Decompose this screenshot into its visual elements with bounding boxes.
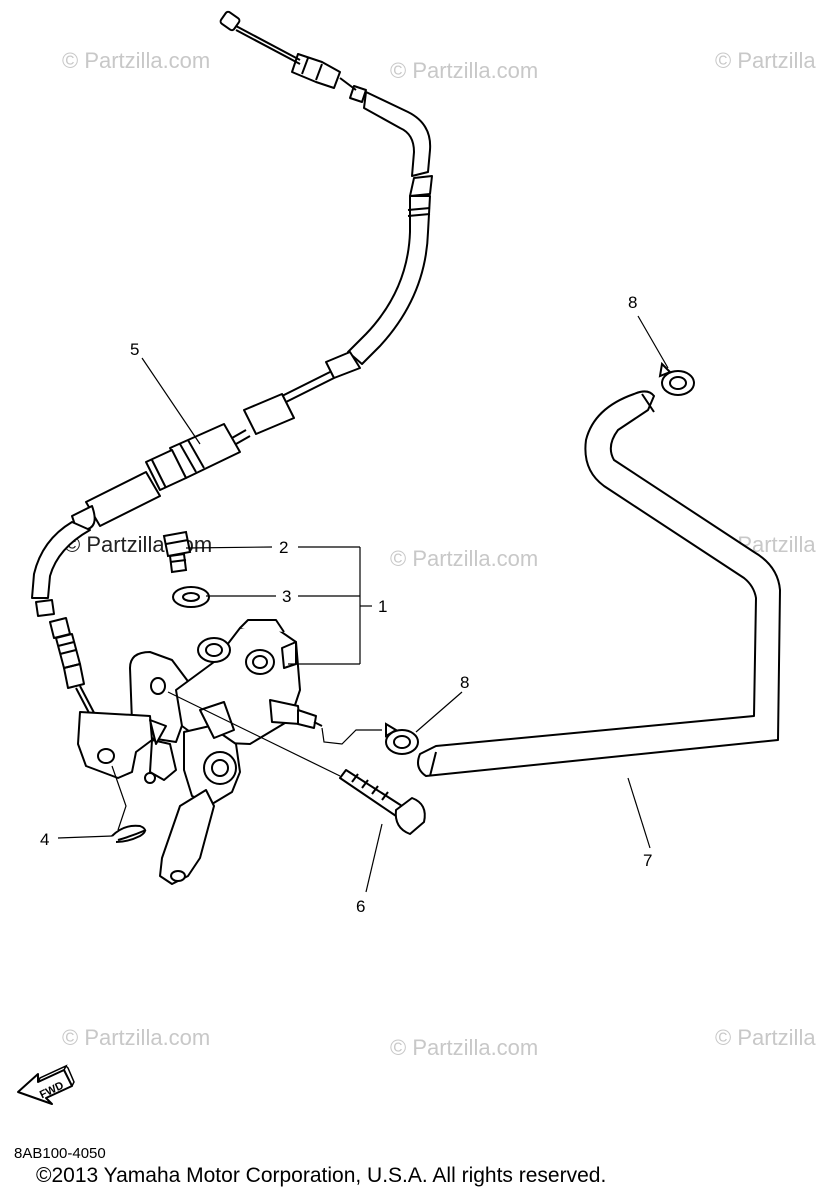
watermark: © Partzilla.com xyxy=(390,58,538,83)
watermark: © Partzilla xyxy=(715,48,816,73)
leader-6 xyxy=(365,823,383,893)
watermark: © Partzilla.com xyxy=(390,1035,538,1060)
callout-4: 4 xyxy=(40,830,49,849)
pump-bracket xyxy=(77,711,153,779)
hose-clip-part-8-top xyxy=(658,361,695,396)
callout-8-top: 8 xyxy=(628,293,637,312)
leader-5 xyxy=(141,357,201,445)
callout-8-mid: 8 xyxy=(460,673,469,692)
cable-end-fitting xyxy=(219,10,241,32)
banjo-bolt-part-2 xyxy=(162,530,192,574)
cable-part-5 xyxy=(31,10,433,741)
leader-bolt-axis xyxy=(167,691,341,777)
fwd-arrow-icon: FWD xyxy=(17,1064,75,1105)
callout-3: 3 xyxy=(282,587,291,606)
cotter-pin-part-4 xyxy=(111,824,147,843)
cable-sleeve xyxy=(243,393,295,435)
copyright-notice: ©2013 Yamaha Motor Corporation, U.S.A. A… xyxy=(36,1164,607,1187)
watermark: © Partzilla.com xyxy=(62,48,210,73)
callout-5: 5 xyxy=(130,340,139,359)
callout-2: 2 xyxy=(279,538,288,557)
leader-8-mid xyxy=(415,691,463,733)
bolt-part-6 xyxy=(339,769,426,835)
hose-clip-part-8-mid xyxy=(385,722,419,755)
callout-1: 1 xyxy=(378,597,387,616)
watermark: © Partzilla.com xyxy=(390,546,538,571)
diagram-code: 8AB100-4050 xyxy=(14,1145,106,1162)
cable-adjuster xyxy=(291,53,341,89)
leader-8-top xyxy=(637,315,669,369)
leader-hose-route xyxy=(321,727,382,745)
leader-4 xyxy=(57,835,113,839)
pump-lever-arm xyxy=(159,789,215,885)
leader-7 xyxy=(627,777,651,849)
oil-hose-part-7 xyxy=(417,390,781,777)
leader-2 xyxy=(185,546,273,549)
callout-labels: 5 2 3 1 4 6 7 8 8 xyxy=(40,293,652,916)
callout-6: 6 xyxy=(356,897,365,916)
watermark: © Partzilla.com xyxy=(62,1025,210,1050)
watermark: © Partzilla xyxy=(715,1025,816,1050)
watermark: © Partzilla.com xyxy=(64,532,212,557)
oil-pump-part-1 xyxy=(77,619,323,885)
washer-part-3 xyxy=(172,586,210,608)
leader-cotter-axis xyxy=(111,765,127,831)
leader-lines xyxy=(57,315,669,893)
callout-7: 7 xyxy=(643,851,652,870)
